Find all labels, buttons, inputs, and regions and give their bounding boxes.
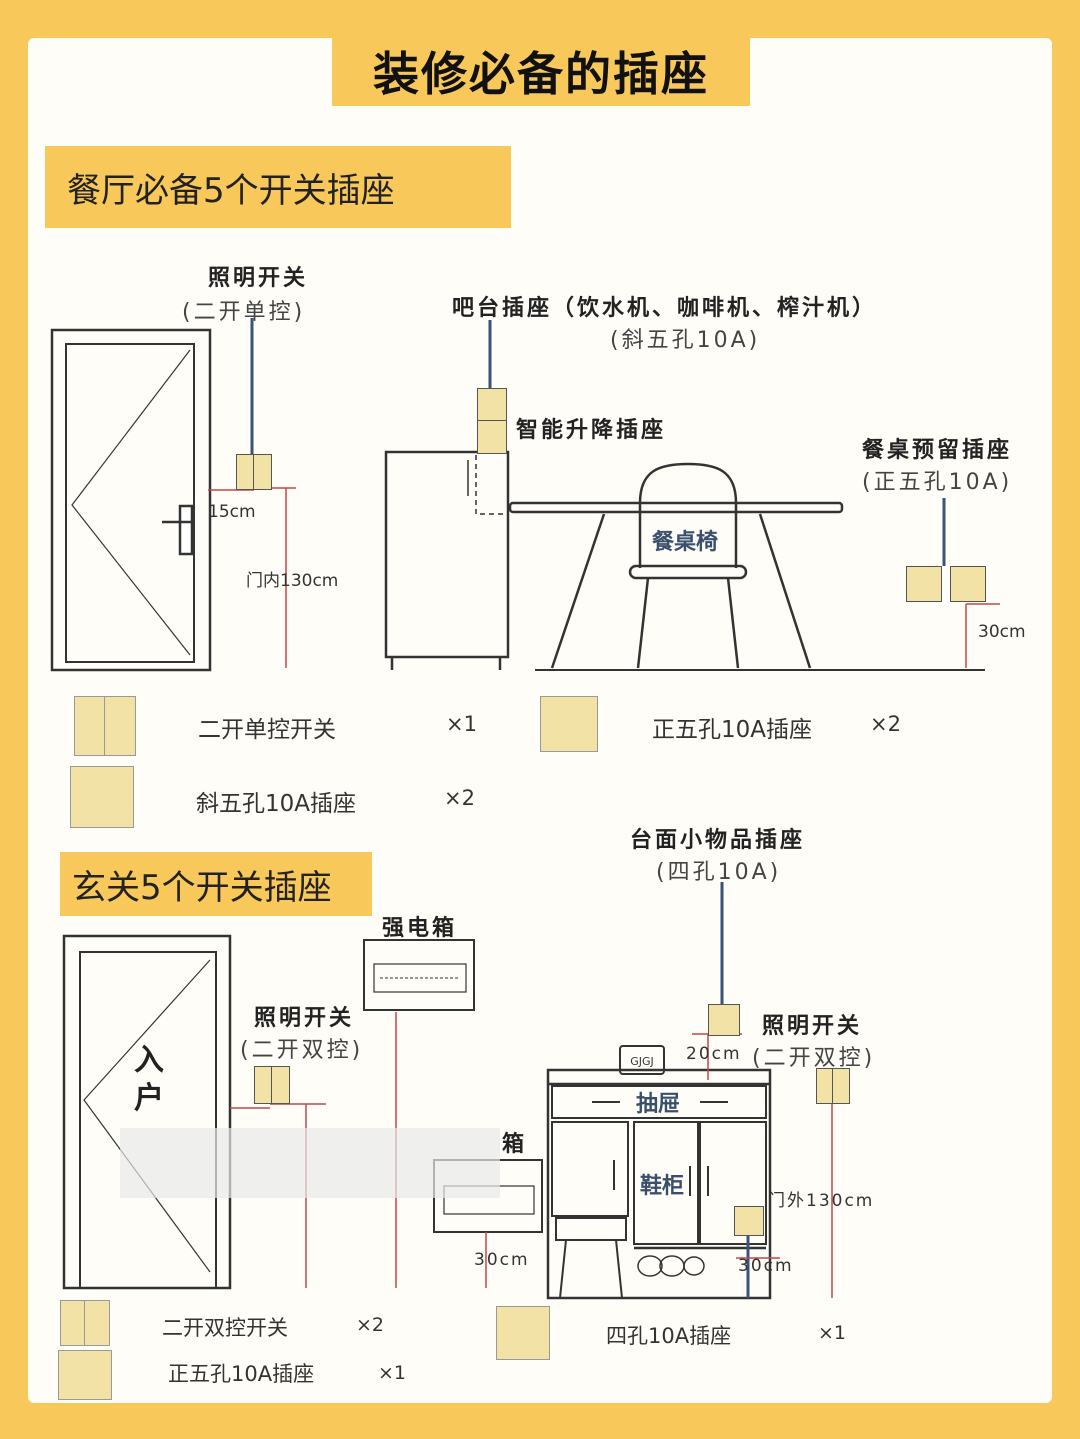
slanted-five-hole-socket-icon [70, 766, 134, 828]
drawer-label: 抽屉 [636, 1092, 681, 1117]
entry-left-switch-sub: (二开双控) [240, 1038, 364, 1063]
page-title: 装修必备的插座 [332, 36, 750, 106]
double-switch-icon[interactable] [254, 1066, 290, 1104]
legend-name: 二开双控开关 [162, 1316, 288, 1340]
blur-overlay [120, 1128, 500, 1198]
dining-switch-label: 照明开关 [208, 266, 309, 291]
legend-qty: ×1 [378, 1362, 407, 1384]
bar-socket-label: 吧台插座（饮水机、咖啡机、榨汁机） [452, 296, 878, 321]
legend-qty: ×2 [356, 1314, 385, 1336]
bar-socket-sub: (斜五孔10A) [610, 328, 761, 353]
legend-qty: ×2 [444, 786, 475, 810]
entry-door-text: 入户 [134, 1043, 164, 1116]
dim-20cm: 20cm [686, 1044, 742, 1064]
entry-section-heading: 玄关5个开关插座 [60, 852, 372, 916]
counter-socket-sub: (四孔10A) [656, 860, 782, 885]
dim-30cm-table: 30cm [978, 622, 1026, 642]
double-switch-icon[interactable] [236, 454, 272, 490]
legend-name: 四孔10A插座 [606, 1324, 732, 1348]
smart-lift-socket-label: 智能升降插座 [516, 418, 667, 443]
weak-box-label: 箱 [502, 1132, 528, 1157]
dim-door-outside-130: 门外130cm [768, 1191, 875, 1211]
dining-chair [628, 462, 748, 669]
table-socket-label: 餐桌预留插座 [862, 438, 1013, 463]
shoe-cabinet-label: 鞋柜 [640, 1174, 685, 1199]
entry-right-switch-label: 照明开关 [762, 1014, 863, 1039]
dim-15cm: 15cm [208, 502, 256, 522]
double-switch-icon[interactable] [816, 1068, 850, 1104]
legend-qty: ×2 [870, 712, 901, 736]
legend-name: 二开单控开关 [198, 717, 336, 743]
table-socket-sub: (正五孔10A) [862, 470, 1013, 495]
five-hole-socket-icon [540, 696, 598, 752]
dining-section-heading: 餐厅必备5个开关插座 [45, 146, 511, 228]
four-hole-socket-icon[interactable] [708, 1004, 740, 1036]
legend-qty: ×1 [446, 712, 477, 736]
dining-table [508, 501, 985, 671]
counter-socket-label: 台面小物品插座 [630, 828, 806, 853]
frame-scribble: GJGJ [630, 1055, 654, 1068]
five-hole-socket-icon[interactable] [734, 1206, 764, 1236]
dim-door-inside-130: 门内130cm [246, 571, 339, 591]
dining-switch-sub: (二开单控) [182, 300, 306, 325]
five-hole-socket-icon[interactable] [906, 566, 942, 602]
dim-30cm-right: 30cm [738, 1256, 794, 1276]
entry-door [62, 934, 232, 1290]
dim-30cm-left: 30cm [474, 1250, 530, 1270]
double-switch-icon [74, 696, 136, 756]
four-hole-socket-icon [496, 1306, 550, 1360]
dining-chair-label: 餐桌椅 [652, 530, 719, 555]
power-box [363, 939, 475, 1011]
legend-name: 正五孔10A插座 [652, 717, 813, 743]
smart-lift-socket-icon[interactable] [477, 388, 507, 454]
entry-left-switch-label: 照明开关 [254, 1006, 355, 1031]
legend-name: 斜五孔10A插座 [196, 791, 357, 817]
five-hole-socket-icon [58, 1350, 112, 1400]
legend-name: 正五孔10A插座 [168, 1362, 315, 1386]
bar-cabinet [384, 450, 510, 670]
power-box-label: 强电箱 [382, 916, 458, 941]
double-switch-icon [60, 1300, 110, 1346]
entry-right-switch-sub: (二开双控) [752, 1046, 876, 1071]
shoe-cabinet [546, 1045, 772, 1300]
five-hole-socket-icon[interactable] [950, 566, 986, 602]
legend-qty: ×1 [818, 1322, 847, 1344]
dining-door [50, 328, 212, 672]
